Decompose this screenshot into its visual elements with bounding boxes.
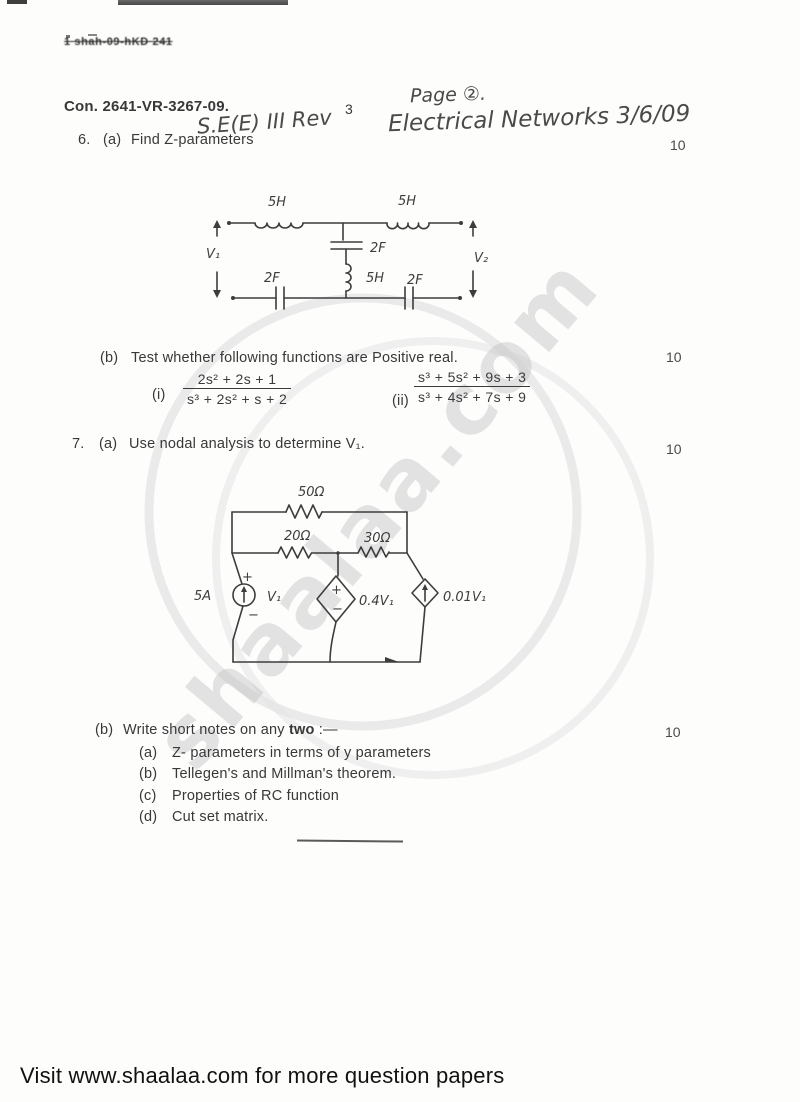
capacitor-label: 2F <box>264 271 280 286</box>
inductor-icon <box>254 222 304 229</box>
inductor-label: 5H <box>268 195 286 210</box>
q6a-text: Find Z-parameters <box>131 132 254 148</box>
wire <box>419 606 426 663</box>
fraction-ii-label: (ii) <box>392 393 409 409</box>
current-source-icon <box>232 583 256 607</box>
q7a-label: (a) <box>99 436 118 452</box>
inductor-icon <box>386 222 430 230</box>
arrow-up-icon <box>422 584 428 590</box>
resistor-icon <box>285 504 323 519</box>
q7b-text-bold: two <box>288 722 315 738</box>
q7b-item-label: (c) <box>139 788 157 804</box>
q7b-item-label: (d) <box>139 809 158 825</box>
resistor-icon <box>277 546 313 559</box>
scan-speck <box>66 35 70 38</box>
q7a-marks: 10 <box>666 441 682 457</box>
arrow-up-icon <box>241 586 247 592</box>
handwritten-page-note: Page ②. <box>409 82 487 108</box>
fraction-i: 2s² + 2s + 1 s³ + 2s² + s + 2 <box>183 371 292 407</box>
capacitor-icon <box>404 286 414 310</box>
q7b-item-text: Cut set matrix. <box>172 809 269 825</box>
wire <box>406 552 424 580</box>
fraction-i-label: (i) <box>152 387 166 403</box>
circuit-2-nodal-analysis: 50Ω 20Ω 30Ω 5A + V₁ − + − 0.4V₁ 0.01V₁ <box>194 485 486 663</box>
source-value-label: 5A <box>194 589 211 604</box>
q7b-marks: 10 <box>665 724 681 740</box>
vcvs-label: 0.4V₁ <box>359 594 394 609</box>
resistor-icon <box>357 546 390 558</box>
terminal-dot <box>231 296 235 300</box>
scan-edge-bar <box>118 0 288 5</box>
plus-sign: + <box>242 570 253 585</box>
q7b-item-label: (b) <box>139 766 158 782</box>
q7b-item-text: Properties of RC function <box>172 788 339 804</box>
q7b-label: (b) <box>95 722 114 738</box>
arrow-down-icon <box>469 290 477 298</box>
q7b-item-text: Tellegen's and Millman's theorem. <box>172 766 397 782</box>
plus-sign: + <box>331 583 342 598</box>
q6-number: 6. <box>78 132 91 148</box>
minus-sign: − <box>248 608 259 623</box>
q6b-text: Test whether following functions are Pos… <box>131 350 458 366</box>
wire <box>232 605 244 663</box>
watermark-ring-2 <box>212 337 654 779</box>
q7b-text-before: Write short notes on any <box>123 722 289 738</box>
wire <box>231 511 243 585</box>
circuit-1-two-port-network: 5H 5H 2F 5H 2F 2F V₁ V₂ <box>206 194 488 310</box>
arrow-down-icon <box>213 290 221 298</box>
inductor-label: 5H <box>366 271 384 286</box>
q7b-text: Write short notes on any two :— <box>123 722 338 738</box>
exam-code: Con. 2641-VR-3267-09. <box>64 98 230 115</box>
scan-edge-bar <box>7 0 27 4</box>
current-direction-arrow-icon <box>385 657 399 662</box>
fraction-i-denominator: s³ + 2s² + s + 2 <box>183 388 292 407</box>
q7a-text: Use nodal analysis to determine V₁. <box>129 436 365 452</box>
port-voltage-label: V₁ <box>206 247 220 262</box>
q7b-item-text: Z- parameters in terms of y parameters <box>172 745 432 761</box>
terminal-dot <box>227 221 231 225</box>
minus-sign: − <box>332 602 343 617</box>
arrow-up-icon <box>213 220 221 228</box>
footer-text: Visit www.shaalaa.com for more question … <box>20 1063 505 1088</box>
q6b-label: (b) <box>100 350 119 366</box>
fraction-ii-denominator: s³ + 4s² + 7s + 9 <box>414 386 531 405</box>
scan-speck <box>88 34 97 36</box>
q6b-marks: 10 <box>666 349 682 365</box>
fraction-ii: s³ + 5s² + 9s + 3 s³ + 4s² + 7s + 9 <box>414 369 531 405</box>
q6a-marks: 10 <box>670 137 686 153</box>
node-voltage-label: V₁ <box>267 590 281 605</box>
inductor-label: 5H <box>398 194 416 209</box>
resistor-label: 20Ω <box>284 529 311 544</box>
wire <box>329 621 337 663</box>
port-voltage-label: V₂ <box>474 251 488 266</box>
q7b-item-label: (a) <box>139 745 158 761</box>
stamp-text: 1 shah-09-hKD 241 <box>64 36 173 48</box>
inductor-icon <box>345 263 352 292</box>
resistor-label: 30Ω <box>364 531 391 546</box>
q7-number: 7. <box>72 436 85 452</box>
capacitor-label: 2F <box>370 241 386 256</box>
terminal-dot <box>459 221 463 225</box>
node-dot <box>336 551 340 555</box>
fraction-i-numerator: 2s² + 2s + 1 <box>197 371 277 387</box>
vccs-label: 0.01V₁ <box>443 590 486 605</box>
arrow-up-icon <box>469 220 477 228</box>
q6a-label: (a) <box>103 132 122 148</box>
fraction-ii-numerator: s³ + 5s² + 9s + 3 <box>418 369 527 385</box>
page-number: 3 <box>345 101 353 117</box>
resistor-label: 50Ω <box>298 485 325 500</box>
capacitor-icon <box>330 241 363 250</box>
q7b-text-after: :— <box>314 722 338 738</box>
terminal-dot <box>458 296 462 300</box>
capacitor-label: 2F <box>407 273 423 288</box>
capacitor-icon <box>275 286 285 310</box>
